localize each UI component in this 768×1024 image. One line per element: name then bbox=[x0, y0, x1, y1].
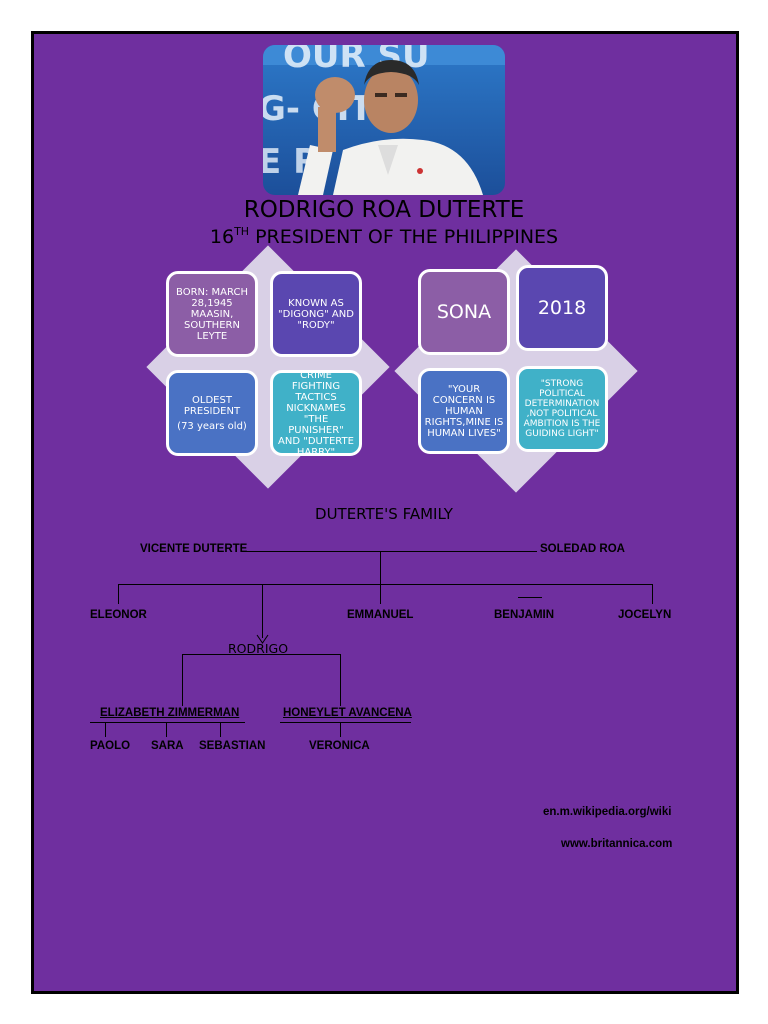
sibling-eleonor: ELEONOR bbox=[90, 609, 147, 621]
child-veronica: VERONICA bbox=[309, 740, 370, 752]
parents-stem bbox=[380, 551, 381, 584]
sona-tile: SONA bbox=[418, 269, 510, 355]
born-tile: BORN: MARCH 28,1945 MAASIN, SOUTHERN LEY… bbox=[166, 271, 258, 357]
oldest-president-tile: OLDEST PRESIDENT(73 years old) bbox=[166, 370, 258, 456]
spouse-elizabeth: ELIZABETH ZIMMERMAN bbox=[100, 707, 240, 719]
child-paolo: PAOLO bbox=[90, 740, 131, 752]
year-tile: 2018 bbox=[516, 265, 608, 351]
known-as-tile: KNOWN AS "DIGONG" AND "RODY" bbox=[270, 271, 362, 357]
quote-determination-tile: "STRONG POLITICAL DETERMINATION ,NOT POL… bbox=[516, 366, 608, 452]
quote-human-lives-tile: "YOUR CONCERN IS HUMAN RIGHTS,MINE IS HU… bbox=[418, 368, 510, 454]
mother-name: SOLEDAD ROA bbox=[540, 543, 625, 555]
family-title: DUTERTE'S FAMILY bbox=[315, 505, 453, 523]
spouse-honeylet: HONEYLET AVANCENA bbox=[283, 707, 412, 719]
sibling-benjamin: BENJAMIN bbox=[494, 609, 555, 621]
siblings-line bbox=[118, 584, 652, 585]
sibling-jocelyn: JOCELYN bbox=[618, 609, 672, 621]
sibling-emmanuel: EMMANUEL bbox=[347, 609, 414, 621]
reference-britannica: www.britannica.com bbox=[561, 838, 673, 850]
child-sebastian: SEBASTIAN bbox=[199, 740, 266, 752]
father-name: VICENTE DUTERTE bbox=[140, 543, 248, 555]
reference-wikipedia: en.m.wikipedia.org/wiki bbox=[543, 806, 672, 818]
rodrigo-arrow-icon bbox=[256, 634, 269, 644]
nicknames-tile: CRIME FIGHTING TACTICS NICKNAMES "THE PU… bbox=[270, 370, 362, 456]
parents-line bbox=[245, 551, 537, 552]
president-position: 16TH PRESIDENT OF THE PHILIPPINES bbox=[209, 225, 559, 248]
president-name: RODRIGO ROA DUTERTE bbox=[243, 197, 525, 223]
rodrigo-name: RODRIGO bbox=[228, 641, 289, 656]
duterte-photo: OUR SU G- CIT E R bbox=[263, 45, 505, 195]
child-sara: SARA bbox=[151, 740, 184, 752]
